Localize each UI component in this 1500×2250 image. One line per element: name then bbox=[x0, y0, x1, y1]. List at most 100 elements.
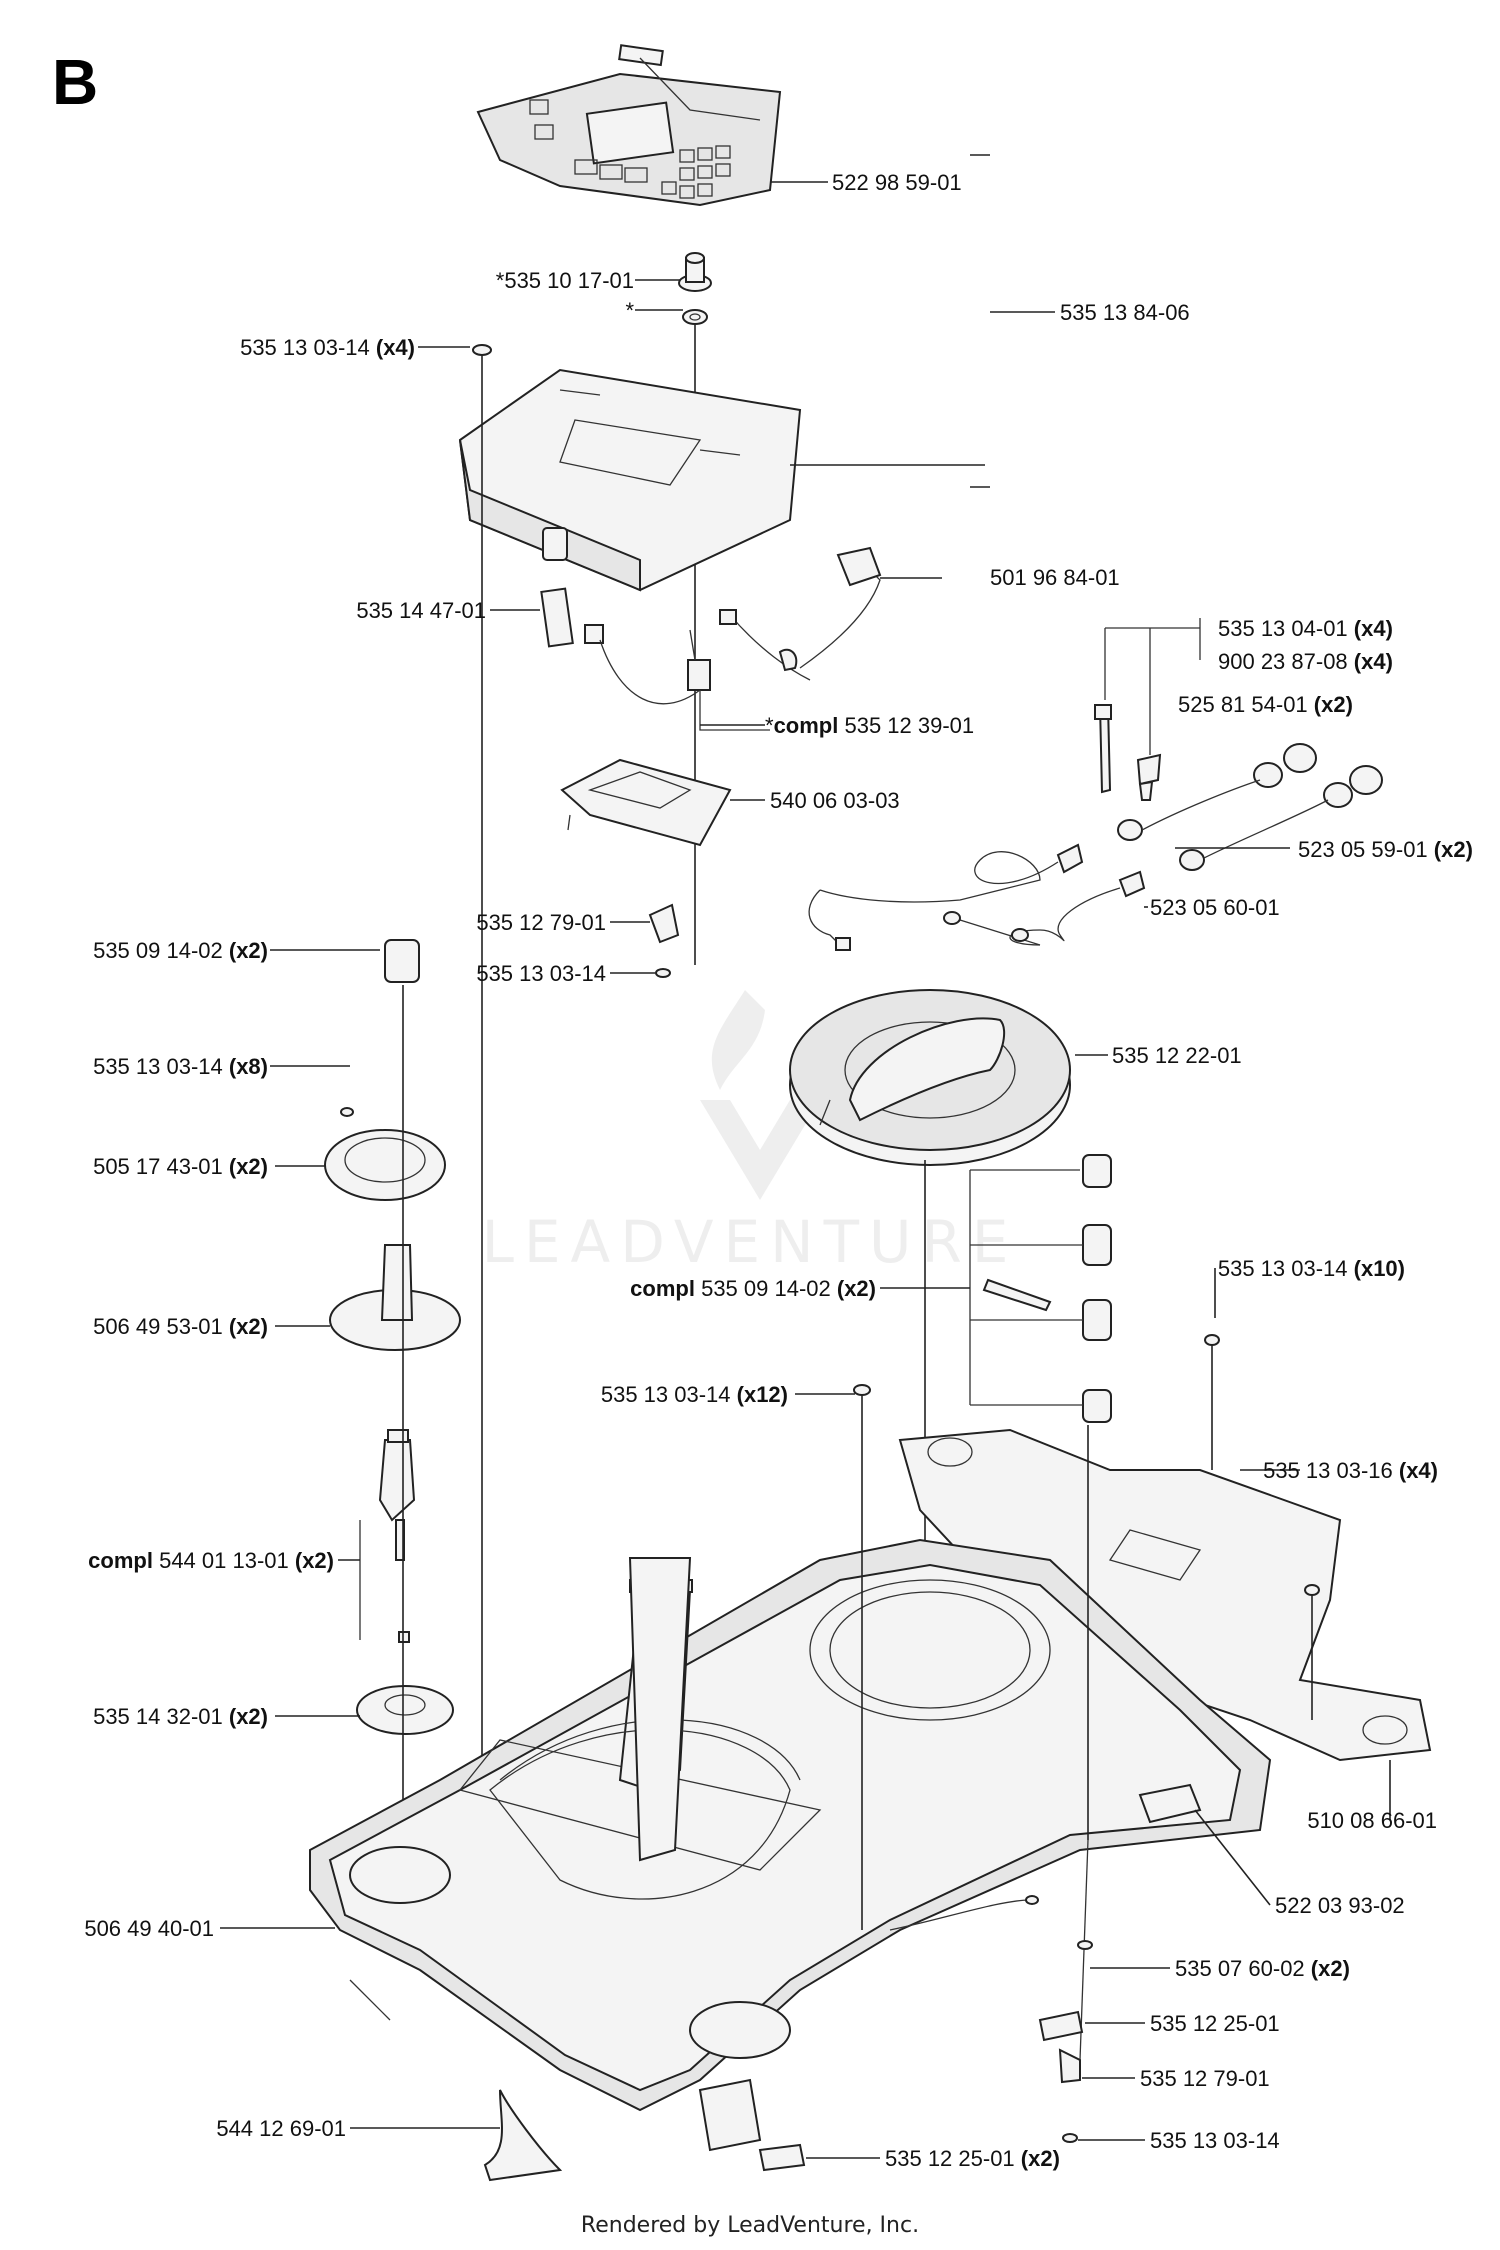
part-number: 535 12 22-01 bbox=[1112, 1043, 1242, 1068]
part-quantity: (x2) bbox=[223, 938, 268, 963]
part-callout: 506 49 53-01 (x2) bbox=[93, 1314, 268, 1339]
part-callout: 535 12 79-01 bbox=[1140, 2066, 1270, 2091]
callout-marker: * bbox=[496, 268, 505, 293]
part-number: 505 17 43-01 bbox=[93, 1154, 223, 1179]
part-callout: 535 13 03-14 (x4) bbox=[240, 335, 415, 360]
part-quantity: (x8) bbox=[223, 1054, 268, 1079]
part-number: 525 81 54-01 bbox=[1178, 692, 1308, 717]
part-callout: 540 06 03-03 bbox=[770, 788, 900, 813]
part-callout: 510 08 66-01 bbox=[1307, 1808, 1437, 1833]
part-number: 535 12 25-01 bbox=[1150, 2011, 1280, 2036]
part-quantity: (x2) bbox=[223, 1314, 268, 1339]
part-callout: 535 07 60-02 (x2) bbox=[1175, 1956, 1350, 1981]
part-number: 506 49 53-01 bbox=[93, 1314, 223, 1339]
height-adjust-stack bbox=[982, 1154, 1112, 1423]
part-callout: 535 12 25-01 bbox=[1150, 2011, 1280, 2036]
part-callout: 535 13 03-14 (x12) bbox=[601, 1382, 788, 1407]
part-number: 535 13 03-14 bbox=[240, 335, 370, 360]
cutting-height-knob bbox=[789, 989, 1071, 1166]
base-body bbox=[309, 1538, 1272, 2152]
part-quantity: (x2) bbox=[223, 1704, 268, 1729]
leader-lines bbox=[220, 154, 1391, 2159]
keypad-overlay bbox=[476, 44, 782, 207]
footer-credit: Rendered by LeadVenture, Inc. bbox=[581, 2213, 919, 2238]
part-callout: 525 81 54-01 (x2) bbox=[1178, 692, 1353, 717]
callout-prefix: compl bbox=[630, 1276, 701, 1301]
part-callout: compl 535 09 14-02 (x2) bbox=[630, 1276, 876, 1301]
part-quantity: (x4) bbox=[1348, 616, 1393, 641]
part-callout: *compl 535 12 39-01 bbox=[765, 713, 974, 738]
part-callout: 535 14 32-01 (x2) bbox=[93, 1704, 268, 1729]
callout-marker: * bbox=[625, 298, 634, 323]
part-quantity: (x2) bbox=[1308, 692, 1353, 717]
screw bbox=[472, 344, 492, 356]
part-number: 535 13 03-14 bbox=[476, 961, 606, 986]
callout-marker: * bbox=[765, 713, 774, 738]
part-number: 535 12 79-01 bbox=[1140, 2066, 1270, 2091]
part-number: 522 03 93-02 bbox=[1275, 1893, 1405, 1918]
part-number: 523 05 60-01 bbox=[1150, 895, 1280, 920]
part-quantity: (x2) bbox=[1428, 837, 1473, 862]
part-callout: 523 05 60-01 bbox=[1150, 895, 1280, 920]
section-letter: B bbox=[52, 46, 98, 118]
part-callout: 900 23 87-08 (x4) bbox=[1218, 649, 1393, 674]
part-callout: 535 12 79-01 bbox=[476, 910, 606, 935]
part-number: 535 14 47-01 bbox=[356, 598, 486, 623]
part-callout: *535 10 17-01 bbox=[496, 268, 634, 293]
part-quantity: (x2) bbox=[289, 1548, 334, 1573]
part-quantity: (x4) bbox=[1393, 1458, 1438, 1483]
part-callout: 522 03 93-02 bbox=[1275, 1893, 1405, 1918]
part-number: 501 96 84-01 bbox=[990, 565, 1120, 590]
part-quantity: (x10) bbox=[1348, 1256, 1405, 1281]
part-quantity: (x2) bbox=[831, 1276, 876, 1301]
part-number: 535 10 17-01 bbox=[504, 268, 634, 293]
part-callout: 535 13 04-01 (x4) bbox=[1218, 616, 1393, 641]
part-number: 535 09 14-02 bbox=[701, 1276, 831, 1301]
part-callout: * bbox=[625, 298, 634, 323]
part-number: 523 05 59-01 bbox=[1298, 837, 1428, 862]
sensor-cable-assembly bbox=[808, 743, 1383, 951]
push-button bbox=[678, 252, 712, 325]
part-callout: 523 05 59-01 (x2) bbox=[1298, 837, 1473, 862]
part-quantity: (x4) bbox=[1348, 649, 1393, 674]
part-quantity: (x12) bbox=[731, 1382, 788, 1407]
part-number: 506 49 40-01 bbox=[84, 1916, 214, 1941]
part-number: 900 23 87-08 bbox=[1218, 649, 1348, 674]
part-callout: 506 49 40-01 bbox=[84, 1916, 214, 1941]
part-quantity: (x2) bbox=[1305, 1956, 1350, 1981]
display-cover bbox=[458, 368, 802, 592]
part-number: 535 13 84-06 bbox=[1060, 300, 1190, 325]
part-number: 535 09 14-02 bbox=[93, 938, 223, 963]
part-quantity: (x2) bbox=[223, 1154, 268, 1179]
part-callout: 535 13 84-06 bbox=[1060, 300, 1190, 325]
part-number: 535 13 03-14 bbox=[1150, 2128, 1280, 2153]
part-callout: 535 13 03-14 (x8) bbox=[93, 1054, 268, 1079]
part-number: 535 13 03-16 bbox=[1263, 1458, 1393, 1483]
part-quantity: (x2) bbox=[1015, 2146, 1060, 2171]
callout-prefix: compl bbox=[88, 1548, 159, 1573]
part-quantity: (x4) bbox=[370, 335, 415, 360]
part-number: 535 07 60-02 bbox=[1175, 1956, 1305, 1981]
part-callout: 535 13 03-14 bbox=[476, 961, 606, 986]
part-callout: 501 96 84-01 bbox=[990, 565, 1120, 590]
part-number: 535 12 25-01 bbox=[885, 2146, 1015, 2171]
part-callout: 535 13 03-16 (x4) bbox=[1263, 1458, 1438, 1483]
part-callout: 522 98 59-01 bbox=[832, 170, 962, 195]
wheel-motor-stack bbox=[324, 939, 461, 1735]
part-number: 544 01 13-01 bbox=[159, 1548, 289, 1573]
right-small-parts bbox=[758, 1334, 1320, 2172]
cable-tie bbox=[1094, 704, 1162, 801]
flat-cable bbox=[483, 1557, 692, 2182]
part-number: 535 13 03-14 bbox=[93, 1054, 223, 1079]
part-number: 535 13 03-14 bbox=[1218, 1256, 1348, 1281]
part-number: 535 13 04-01 bbox=[1218, 616, 1348, 641]
part-number: 535 14 32-01 bbox=[93, 1704, 223, 1729]
part-number: 535 13 03-14 bbox=[601, 1382, 731, 1407]
part-callout: 535 13 03-14 (x10) bbox=[1218, 1256, 1405, 1281]
part-callout: compl 544 01 13-01 (x2) bbox=[88, 1548, 334, 1573]
part-callout: 535 12 25-01 (x2) bbox=[885, 2146, 1060, 2171]
part-callout: 544 12 69-01 bbox=[216, 2116, 346, 2141]
part-number: 510 08 66-01 bbox=[1307, 1808, 1437, 1833]
part-callout: 535 14 47-01 bbox=[356, 598, 486, 623]
